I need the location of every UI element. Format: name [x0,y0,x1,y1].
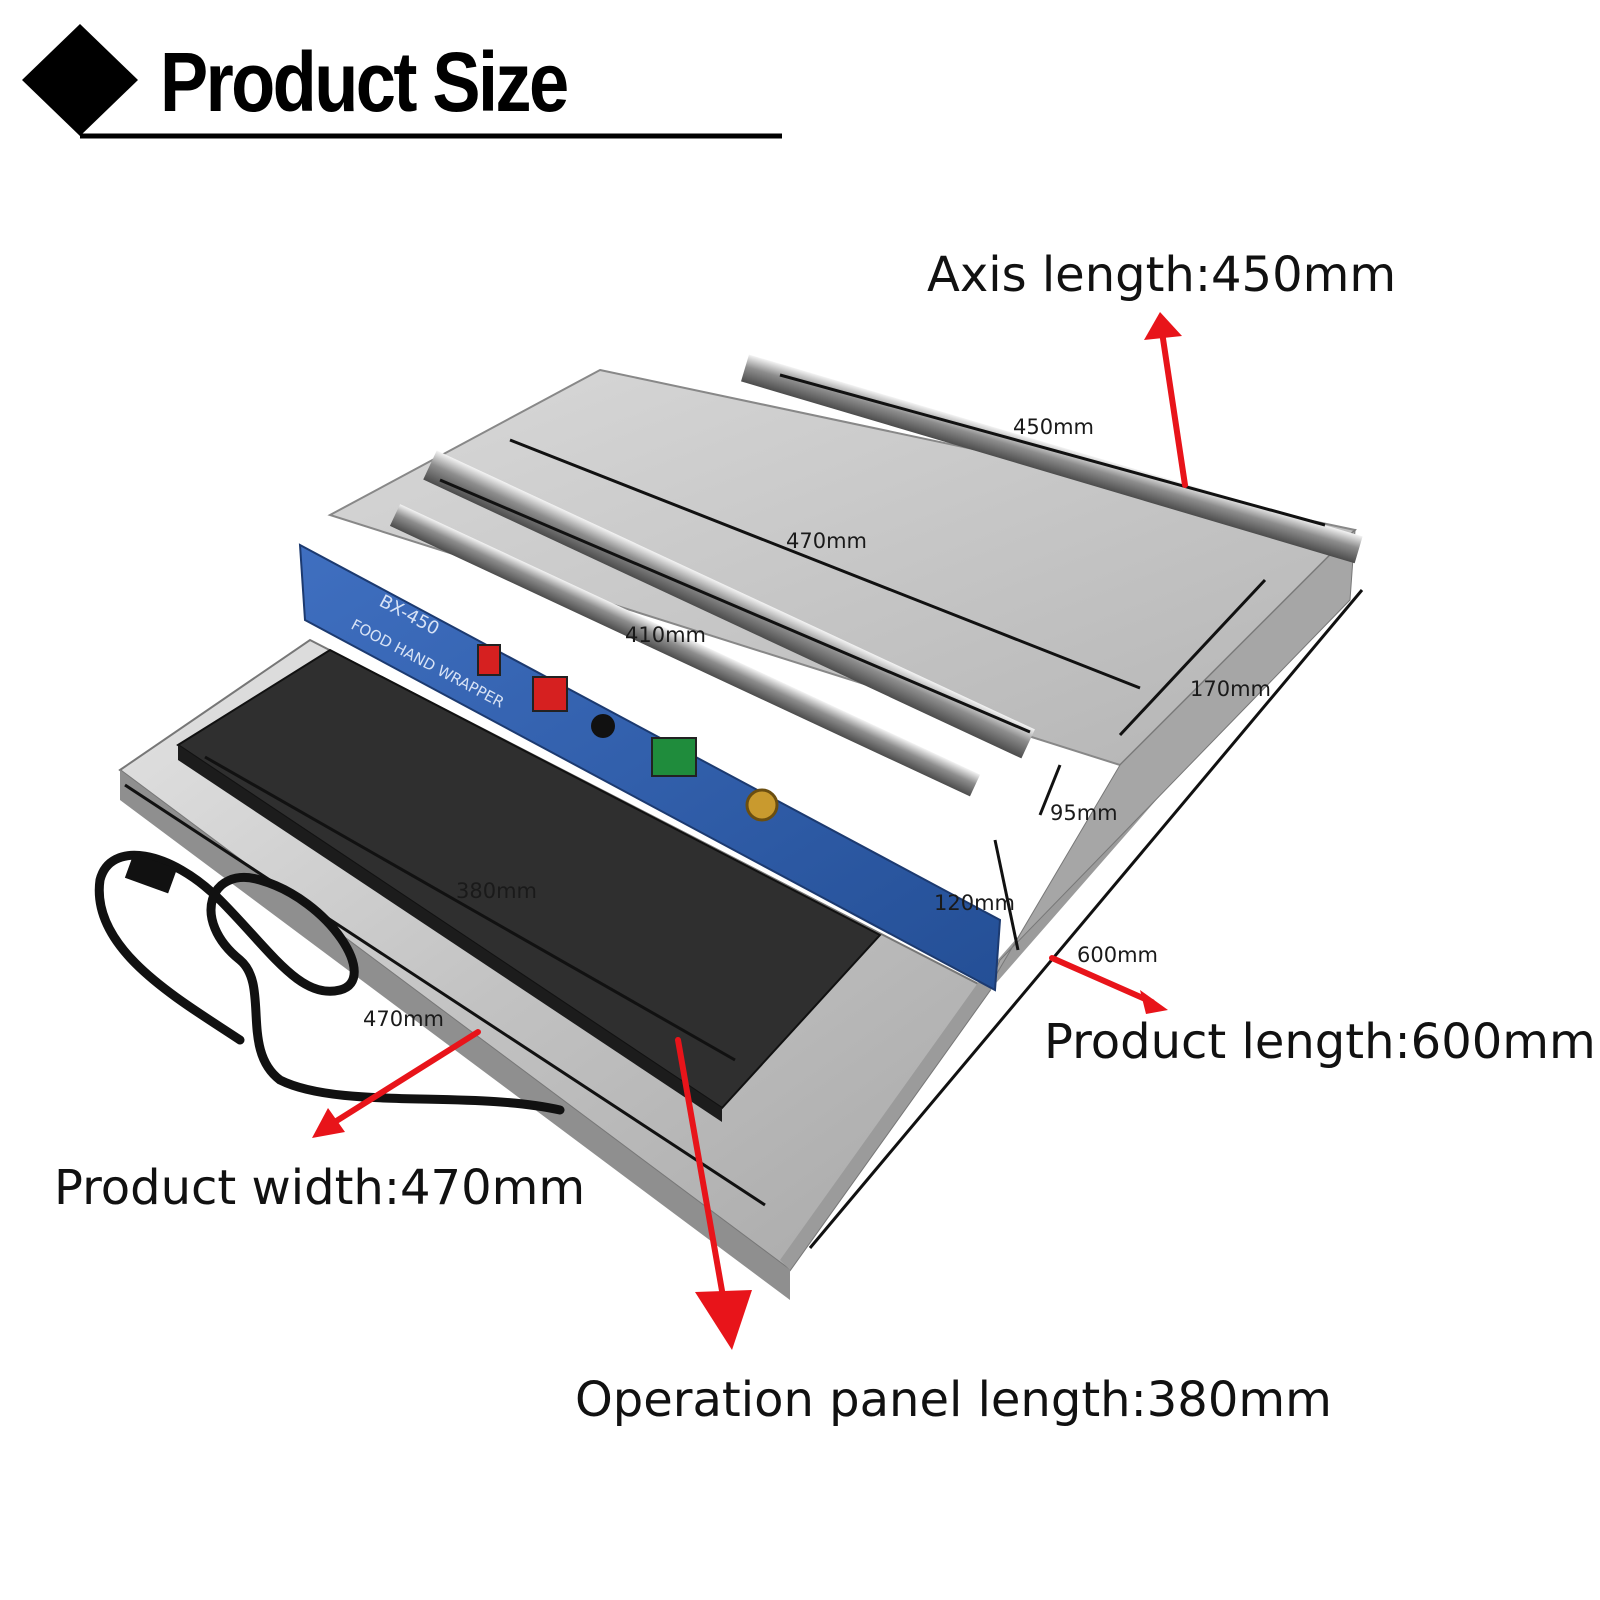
header-graphics [22,24,782,139]
front-roller-2 [389,504,981,797]
power-switch[interactable] [651,737,697,777]
width-arrow-head [312,1108,345,1138]
product-length-callout: Product length:600mm [1044,1014,1596,1070]
axis-length-callout: Axis length:450mm [927,247,1397,303]
axis-arrow [1159,329,1188,488]
dim-label-380: 380mm [456,879,537,903]
dim-label-170: 170mm [1190,677,1271,701]
operation-panel-callout: Operation panel length:380mm [575,1372,1332,1428]
dim-label-450: 450mm [1013,415,1094,439]
switch-2[interactable] [532,676,568,712]
dim-label-470-front: 470mm [363,1007,444,1031]
switch-1[interactable] [477,644,501,676]
dim-label-410: 410mm [625,623,706,647]
dim-label-470-top: 470mm [786,529,867,553]
width-arrow [327,1029,481,1128]
dim-label-95: 95mm [1050,801,1118,825]
length-arrow-head [1140,990,1168,1014]
product-width-callout: Product width:470mm [54,1160,586,1216]
page-title: Product Size [160,35,569,129]
axis-arrow-head [1144,312,1182,340]
hot-plate-edge [178,745,722,1122]
panel-arrow [675,1037,731,1328]
hot-plate [176,648,882,1110]
dim-label-120: 120mm [934,891,1015,915]
panel-arrow-head [695,1290,752,1350]
dimension-lines [124,373,1364,1249]
dim-label-600: 600mm [1077,943,1158,967]
housing-right-side [989,528,1356,986]
power-cord [94,850,565,1115]
length-arrow [1049,955,1155,1005]
temperature-knob[interactable] [745,788,779,822]
base-tray-front-edge [120,770,790,1300]
fuse-knob[interactable] [591,714,615,738]
red-arrows [312,312,1188,1350]
power-plug [124,853,177,894]
diamond-icon [22,24,138,136]
